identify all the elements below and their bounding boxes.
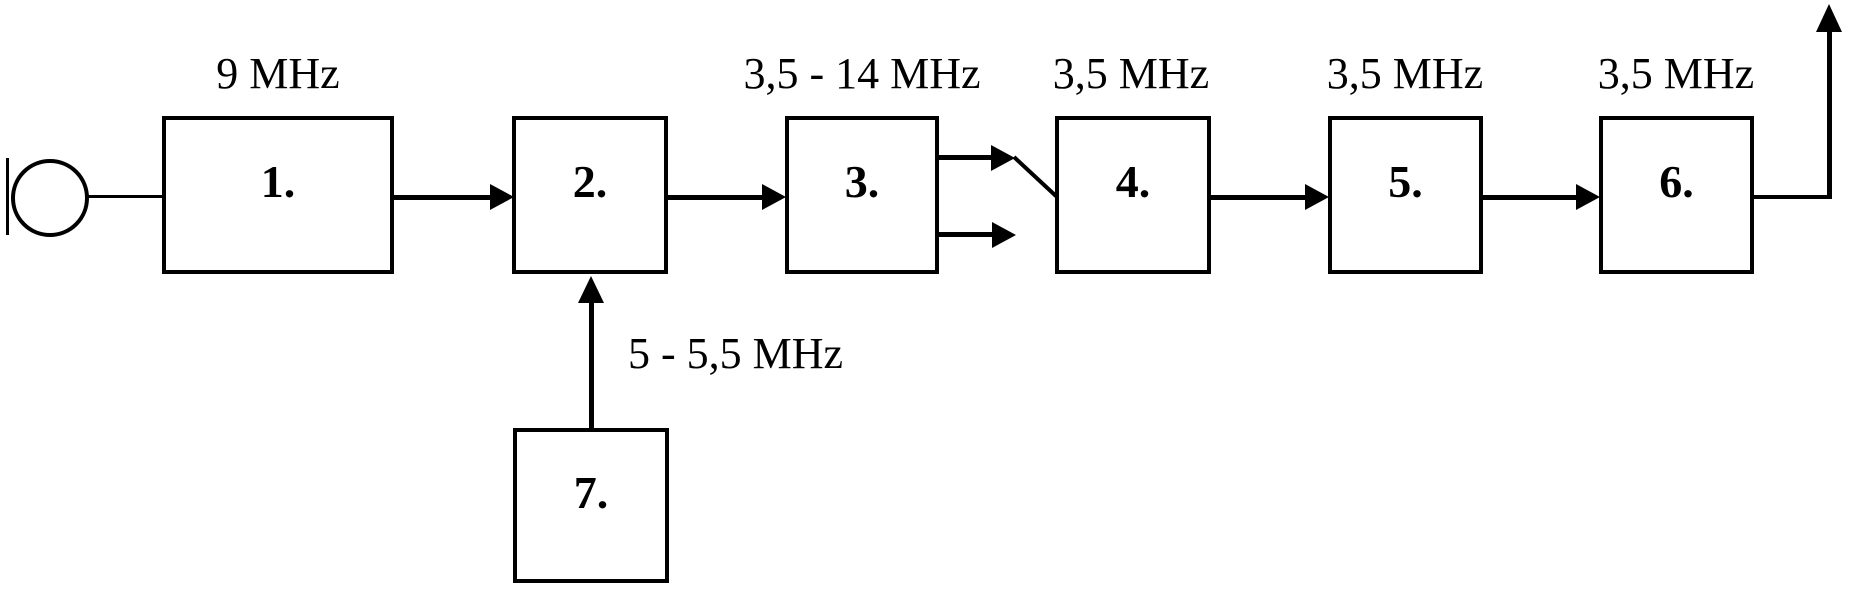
arrow-block2-to-block3 <box>666 195 762 200</box>
block3-upper-output-arrow <box>936 155 991 160</box>
arrow-right-icon <box>991 145 1015 171</box>
block-7: 7. <box>513 428 669 583</box>
block-1: 1. <box>162 116 394 274</box>
antenna-arrow-icon <box>1816 4 1842 32</box>
arrow-block7-to-block2 <box>589 300 594 428</box>
mic-to-block1-wire <box>88 195 162 198</box>
antenna-arrow-icon <box>1827 30 1832 199</box>
freq-label-oscillator-feed: 5 - 5,5 MHz <box>628 329 844 378</box>
freq-label-block4: 3,5 MHz <box>1052 49 1210 98</box>
block-1-number: 1. <box>260 156 296 207</box>
block-2-number: 2. <box>572 156 608 207</box>
block-3: 3. <box>785 116 939 274</box>
freq-label-block5: 3,5 MHz <box>1326 49 1484 98</box>
block-4-number: 4. <box>1115 156 1151 207</box>
block-3-number: 3. <box>844 156 880 207</box>
selector-switch-icon <box>1012 155 1058 198</box>
block-7-number: 7. <box>573 466 609 518</box>
block-5: 5. <box>1328 116 1483 274</box>
arrow-block5-to-block6 <box>1481 195 1576 200</box>
arrow-right-icon <box>1576 184 1600 210</box>
block6-output-wire <box>1753 195 1832 199</box>
microphone-icon <box>11 159 89 237</box>
arrow-up-icon <box>578 276 604 303</box>
arrow-right-icon <box>992 222 1016 248</box>
block3-lower-output-arrow <box>936 232 992 237</box>
arrow-right-icon <box>1305 184 1329 210</box>
block-6-number: 6. <box>1659 156 1694 207</box>
block-2: 2. <box>512 116 668 274</box>
freq-label-block1: 9 MHz <box>216 49 340 98</box>
microphone-icon <box>6 158 9 235</box>
block-6: 6. <box>1599 116 1754 274</box>
block-4: 4. <box>1055 116 1211 274</box>
freq-label-block6: 3,5 MHz <box>1597 49 1755 98</box>
freq-label-block3: 3,5 - 14 MHz <box>743 49 981 98</box>
block-5-number: 5. <box>1388 156 1423 207</box>
arrow-right-icon <box>762 184 786 210</box>
arrow-block1-to-block2 <box>392 195 490 200</box>
arrow-block4-to-block5 <box>1209 195 1305 200</box>
arrow-right-icon <box>490 184 514 210</box>
